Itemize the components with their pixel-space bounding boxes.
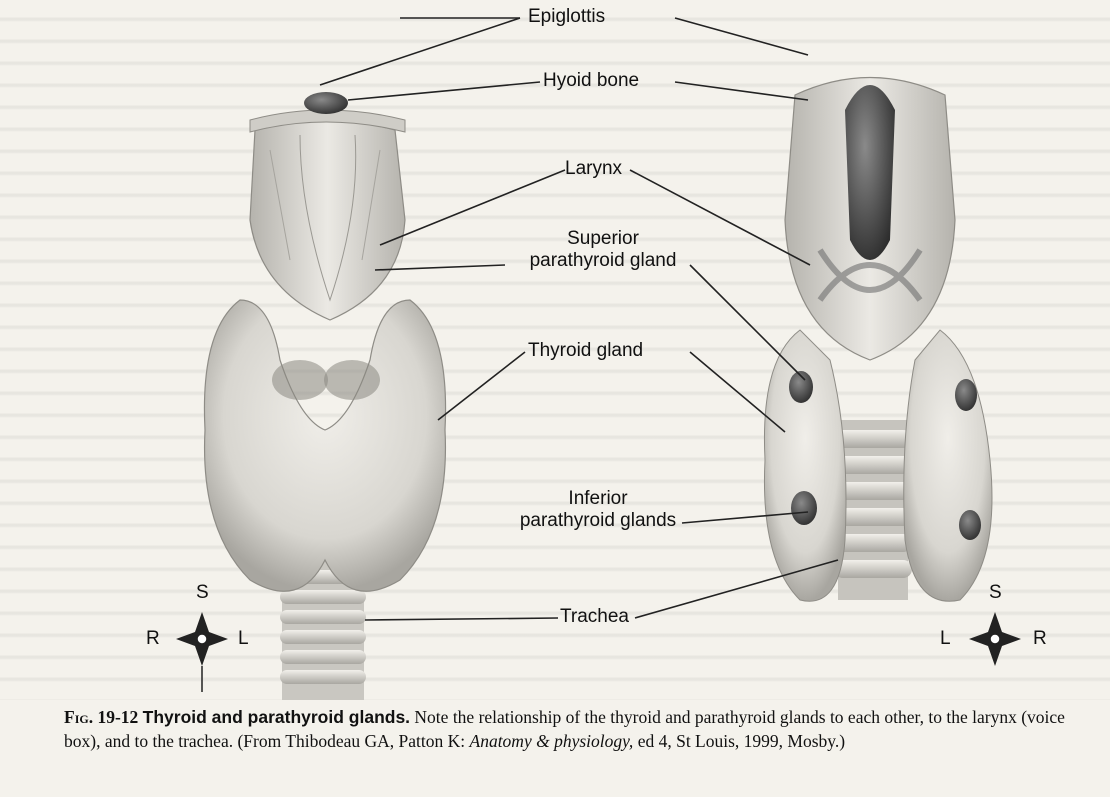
compass-left-left-side: L (238, 628, 249, 650)
caption-source: ed 4, St Louis, 1999, Mosby.) (633, 731, 845, 751)
compass-right-superior: S (989, 582, 1002, 604)
anterior-view (204, 92, 445, 700)
label-line: Superior (508, 228, 698, 250)
inferior-parathyroid-right (959, 510, 981, 540)
anterior-larynx (250, 120, 405, 320)
compass-right-right-side: R (1033, 628, 1047, 650)
label-larynx: Larynx (565, 158, 622, 180)
label-epiglottis: Epiglottis (528, 6, 605, 28)
label-line: Inferior (503, 488, 693, 510)
superior-parathyroid-right (955, 379, 977, 411)
compass-left-superior: S (196, 582, 209, 604)
compass-right-left-side: L (940, 628, 951, 650)
anterior-epiglottis (304, 92, 348, 114)
label-inferior-parathyroid-glands: Inferior parathyroid glands (503, 488, 693, 532)
label-line: parathyroid glands (503, 510, 693, 532)
caption-figure-number: Fig. 19-12 (64, 707, 138, 727)
label-hyoid-bone: Hyoid bone (543, 70, 639, 92)
label-thyroid-gland: Thyroid gland (528, 340, 643, 362)
label-line: parathyroid gland (508, 250, 698, 272)
caption-title: Thyroid and parathyroid glands. (143, 707, 410, 727)
posterior-thyroid-lobe-right (904, 330, 992, 601)
label-trachea: Trachea (560, 606, 629, 628)
inferior-parathyroid-left (791, 491, 817, 525)
label-superior-parathyroid-gland: Superior parathyroid gland (508, 228, 698, 272)
compass-left-right-side: R (146, 628, 160, 650)
posterior-epiglottis (845, 85, 895, 260)
posterior-view (764, 78, 992, 602)
figure-caption: Fig. 19-12 Thyroid and parathyroid gland… (64, 705, 1094, 753)
caption-book-title: Anatomy & physiology, (470, 731, 634, 751)
compass-left (176, 612, 228, 692)
compass-right (969, 612, 1021, 666)
anterior-thyroid-gland (204, 300, 445, 591)
